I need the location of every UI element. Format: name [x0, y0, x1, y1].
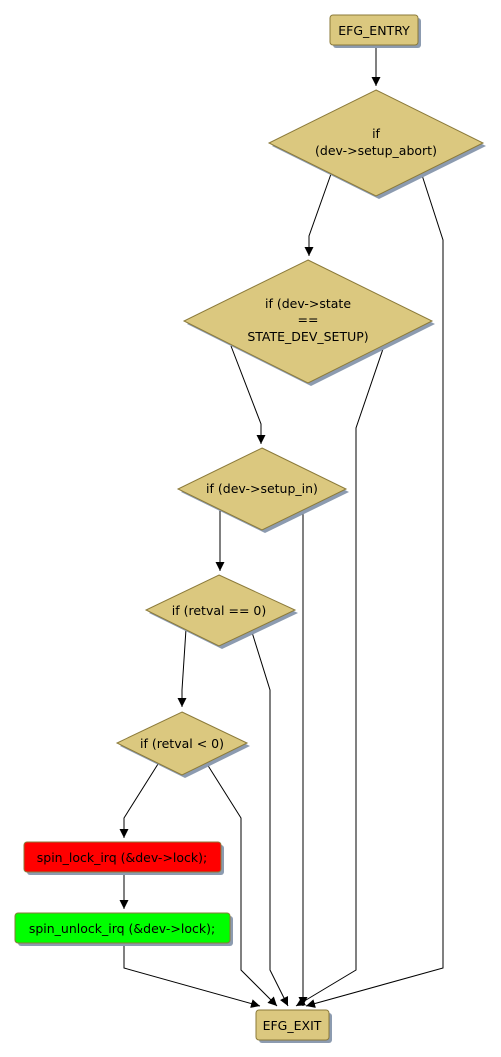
edge-retval-eq-to-retval-lt	[177, 628, 187, 707]
node-efg-entry-label: EFG_ENTRY	[338, 23, 410, 38]
edge-retval-lt-to-spin-lock	[119, 763, 159, 838]
node-efg-exit-box	[255, 1009, 330, 1041]
node-cond-setup-in-diamond	[176, 447, 348, 531]
node-spin-lock-label: spin_lock_irq (&dev->lock);	[37, 850, 208, 865]
node-cond-retval-lt: if (retval < 0)	[115, 711, 250, 778]
node-cond-setup-abort-diamond	[267, 89, 485, 197]
node-cond-retval-lt-diamond	[115, 711, 249, 776]
node-spin-lock: spin_lock_irq (&dev->lock);	[23, 841, 224, 875]
node-efg-exit-label: EFG_EXIT	[263, 1018, 322, 1033]
node-spin-unlock-label: spin_unlock_irq (&dev->lock);	[29, 921, 215, 936]
edge-setup-abort-to-state	[304, 173, 332, 256]
node-cond-state-label-line2: ==	[298, 312, 319, 327]
node-cond-setup-abort-label-line1: if	[372, 126, 380, 141]
node-cond-setup-in: if (dev->setup_in)	[176, 447, 349, 533]
edge-setup-abort-to-exit	[305, 171, 444, 1008]
node-spin-unlock: spin_unlock_irq (&dev->lock);	[14, 912, 233, 946]
node-cond-state-label-line1: if (dev->state	[265, 296, 351, 311]
edge-retval-eq-to-exit	[250, 628, 289, 1007]
node-cond-state-label-line3: STATE_DEV_SETUP)	[247, 329, 368, 344]
node-spin-lock-box	[23, 841, 222, 873]
node-cond-retval-eq: if (retval == 0)	[144, 574, 298, 649]
node-cond-setup-abort: if (dev->setup_abort)	[267, 89, 486, 199]
node-efg-entry: EFG_ENTRY	[329, 14, 421, 48]
node-efg-exit: EFG_EXIT	[255, 1009, 332, 1043]
node-cond-retval-eq-label: if (retval == 0)	[172, 603, 266, 618]
edge-spin-unlock-to-exit	[123, 942, 261, 1008]
edge-state-to-setup-in	[230, 345, 266, 444]
node-cond-retval-eq-diamond	[144, 574, 297, 647]
node-cond-setup-abort-label-line2: (dev->setup_abort)	[315, 143, 437, 158]
node-cond-state: if (dev->state == STATE_DEV_SETUP)	[182, 259, 435, 386]
node-cond-setup-in-label: if (dev->setup_in)	[206, 481, 318, 496]
node-efg-entry-box	[329, 14, 419, 46]
node-cond-state-diamond	[182, 259, 434, 384]
edge-retval-lt-to-exit	[206, 763, 278, 1007]
node-cond-retval-lt-label: if (retval < 0)	[140, 736, 224, 751]
node-spin-unlock-box	[14, 912, 231, 944]
edge-state-to-exit	[295, 345, 385, 1007]
